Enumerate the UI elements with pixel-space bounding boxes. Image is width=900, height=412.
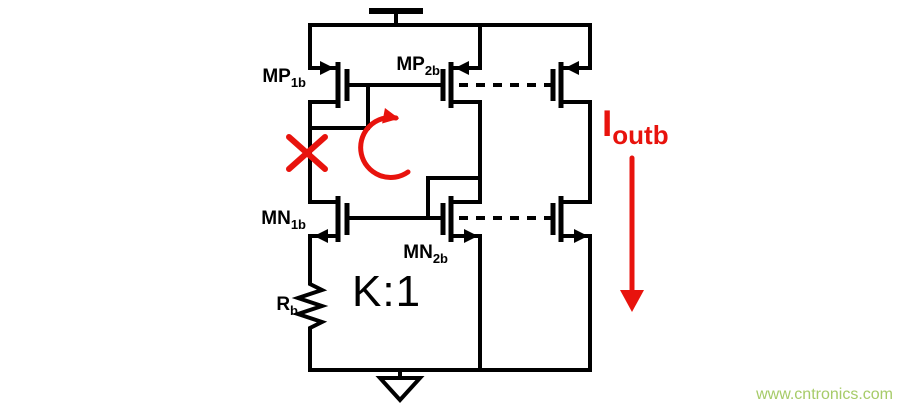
mp1b-source-arrow-icon [320,61,334,75]
transistor-mp2b [440,61,482,108]
label-mn2b-main: MN [403,242,433,263]
label-mp1b: MP1b [262,66,306,90]
label-mn2b: MN2b [403,242,448,266]
label-mp2b: MP2b [396,54,440,78]
broken-loop-x-mark [286,134,328,172]
pmos-output-source-arrow-icon [565,61,579,75]
mn1b-source-arrow-icon [314,229,328,243]
transistor-mn1b [308,196,350,243]
label-output-current-main: I [602,103,612,144]
loop-direction-arrow-icon [358,107,411,181]
ground-icon [375,376,425,403]
transistor-mp1b [308,61,350,108]
resistor-rb [291,276,329,336]
red-annotations: Ioutb [286,103,669,312]
transistor-nmos-output [550,196,592,243]
output-current-arrow [620,155,644,312]
watermark: www.cntronics.com [755,386,893,403]
mn2b-source-arrow-icon [464,229,478,243]
label-mirror-ratio: K:1 [352,267,421,316]
label-rb-sub: b [290,303,298,318]
resistor-zigzag-icon [291,276,329,336]
label-mp1b-sub: 1b [291,75,306,90]
power-rails [308,8,592,403]
label-mn1b-sub: 1b [291,217,306,232]
transistor-mn2b [440,196,482,243]
mp2b-source-arrow-icon [455,61,469,75]
label-output-current-sub: outb [612,120,668,150]
transistor-pmos-output [550,61,592,108]
label-mn2b-sub: 2b [433,251,448,266]
label-rb-main: R [276,294,290,315]
x-mark-stroke-2 [286,134,328,172]
label-mn1b: MN1b [261,208,306,232]
nmos-output-source-arrow-icon [574,229,588,243]
label-mp1b-main: MP [262,66,291,87]
label-rb: Rb [276,294,298,318]
label-output-current: Ioutb [602,103,669,150]
label-mp2b-main: MP [396,54,425,75]
wire-mn2b-diode-connection [426,176,482,220]
label-mn1b-main: MN [261,208,291,229]
label-mp2b-sub: 2b [425,63,440,78]
output-current-arrowhead-icon [620,290,644,312]
branch-wires [308,23,592,372]
device-labels: MP1b MP2b MN1b MN2b Rb K:1 [261,54,448,318]
